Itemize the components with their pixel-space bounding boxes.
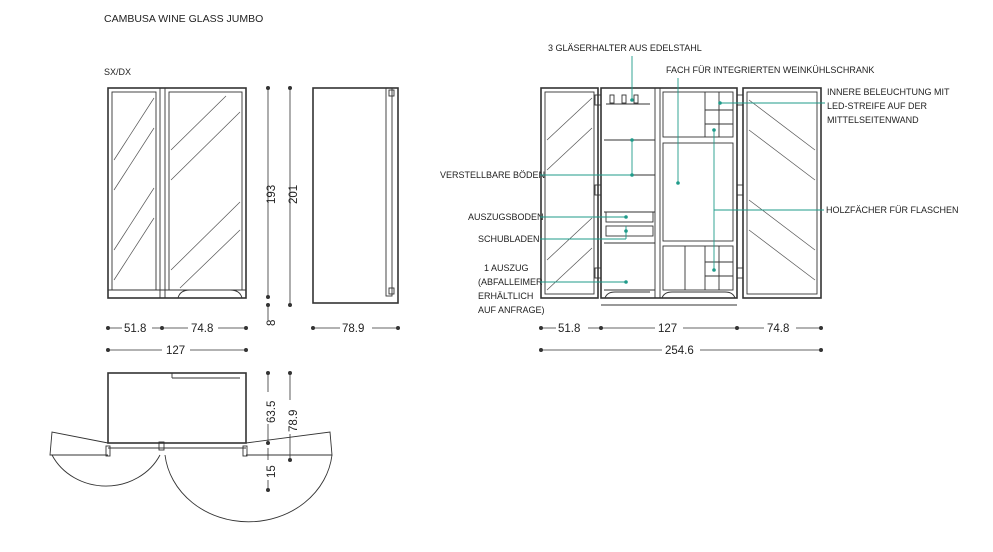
dim-open-middle: 127	[658, 323, 677, 335]
callout-adjustable-shelves: VERSTELLBARE BÖDEN	[440, 170, 545, 180]
callouts: 3 GLÄSERHALTER AUS EDELSTAHL FACH FÜR IN…	[440, 43, 959, 315]
dim-plan-depth-total: 78.9	[288, 410, 300, 432]
callout-glass-holders: 3 GLÄSERHALTER AUS EDELSTAHL	[548, 43, 702, 53]
dim-closed-total: 127	[166, 345, 185, 357]
dim-closed-right: 74.8	[191, 323, 213, 335]
dim-open-left: 51.8	[558, 323, 580, 335]
callout-wine-fridge: FACH FÜR INTEGRIERTEN WEINKÜHLSCHRANK	[666, 65, 874, 75]
callout-led-line3: MITTELSEITENWAND	[827, 115, 919, 125]
front-view-open	[540, 87, 822, 306]
side-view	[312, 87, 399, 304]
view-label: SX/DX	[104, 67, 131, 77]
dim-plan-door: 15	[266, 465, 278, 478]
callout-pullout-line2: (ABFALLEIMER	[478, 277, 543, 287]
open-width-dimensions: 51.8 127 74.8 254.6	[539, 320, 823, 357]
callout-pullout-line4: AUF ANFRAGE)	[478, 305, 545, 315]
dim-open-right: 74.8	[767, 323, 789, 335]
callout-pullout-line1: 1 AUSZUG	[484, 263, 529, 273]
dim-side-depth: 78.9	[342, 323, 364, 335]
callout-pullout-line3: ERHÄLTLICH	[478, 291, 533, 301]
callout-led-line1: INNERE BELEUCHTUNG MIT	[827, 87, 950, 97]
front-view-closed	[107, 87, 247, 299]
drawing-title: CAMBUSA WINE GLASS JUMBO	[104, 13, 263, 25]
dim-height-total: 201	[288, 185, 300, 204]
callout-led-line2: LED-STREIFE AUF DER	[827, 101, 928, 111]
height-dimensions: 193 201 8	[266, 86, 300, 326]
callout-bottle-racks: HOLZFÄCHER FÜR FLASCHEN	[826, 205, 959, 215]
plan-dimensions: 63.5 78.9 15	[262, 371, 300, 492]
dim-open-total: 254.6	[665, 345, 694, 357]
dim-height-inner: 193	[266, 185, 278, 204]
dim-closed-left: 51.8	[124, 323, 146, 335]
callout-pullout-shelf: AUSZUGSBODEN	[468, 212, 544, 222]
dim-plan-depth: 63.5	[266, 401, 278, 423]
callout-drawers: SCHUBLADEN	[478, 234, 540, 244]
closed-width-dimensions: 51.8 74.8 127 78.9	[106, 320, 400, 357]
plan-view	[49, 372, 333, 523]
dim-base-height: 8	[266, 320, 278, 326]
